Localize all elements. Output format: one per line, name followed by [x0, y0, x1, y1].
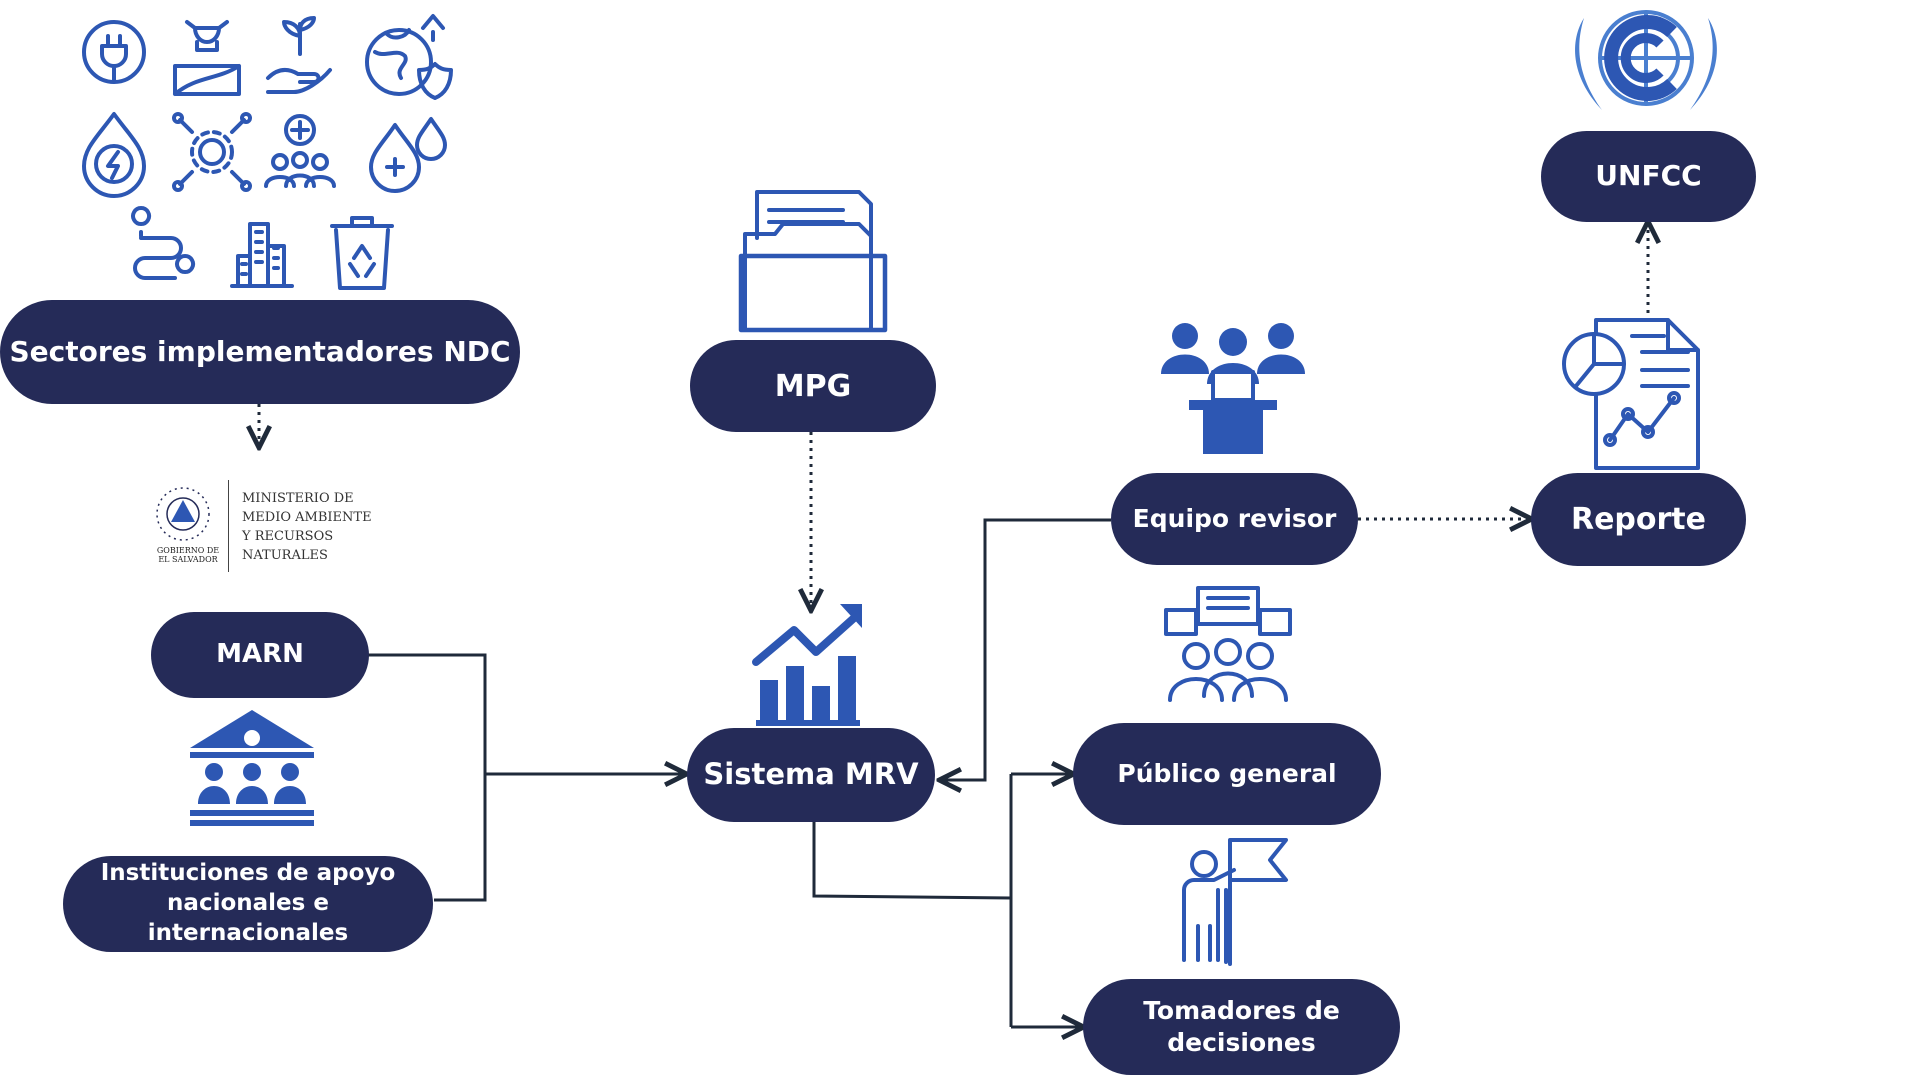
- node-unfcc: UNFCC: [1541, 131, 1756, 222]
- ministry-name-line-2: MEDIO AMBIENTE: [242, 509, 372, 525]
- node-equipo-revisor: Equipo revisor: [1111, 473, 1358, 565]
- growth-chart-icon: [752, 604, 862, 726]
- water-energy-drop-icon: [82, 112, 146, 198]
- agriculture-cow-icon: [173, 20, 241, 96]
- ministry-logo: GOBIERNO DE EL SALVADOR MINISTERIO DE ME…: [146, 480, 396, 576]
- node-marn: MARN: [151, 612, 369, 698]
- instituciones-line-1: Instituciones de apoyo: [100, 860, 396, 887]
- node-reporte: Reporte: [1531, 473, 1746, 566]
- node-sectores-ndc: Sectores implementadores NDC: [0, 300, 520, 404]
- folder-documents-icon: [738, 190, 888, 333]
- connector-equipo-sistema: [942, 518, 1111, 780]
- node-publico-general: Público general: [1073, 723, 1381, 825]
- industry-gear-network-icon: [172, 112, 252, 192]
- waste-recycle-bin-icon: [330, 216, 394, 290]
- tomadores-line-2: decisiones: [1167, 1028, 1316, 1057]
- logo-divider: [228, 480, 229, 572]
- node-mpg: MPG: [690, 340, 936, 432]
- decision-maker-flag-icon: [1182, 838, 1288, 966]
- connector-marn-junction: [367, 653, 487, 902]
- government-line-2: EL SALVADOR: [158, 555, 218, 565]
- urban-buildings-icon: [230, 222, 294, 288]
- government-label: GOBIERNO DE EL SALVADOR: [146, 546, 230, 564]
- instituciones-line-2: nacionales e internacionales: [147, 890, 349, 946]
- connector-sistema-outputs: [812, 822, 1012, 900]
- ministry-name-line-1: MINISTERIO DE: [242, 491, 354, 506]
- government-seal: [156, 487, 210, 541]
- water-health-drops-icon: [369, 117, 447, 193]
- globe-shield-icon: [365, 14, 453, 100]
- transport-route-icon: [131, 206, 195, 280]
- tomadores-line-1: Tomadores de: [1143, 995, 1340, 1025]
- node-instituciones: Instituciones de apoyo nacionales e inte…: [63, 856, 433, 952]
- ministry-name-line-3: Y RECURSOS: [242, 528, 334, 544]
- node-tomadores-decisiones: Tomadores de decisiones: [1083, 979, 1400, 1075]
- public-audience-icon: [1164, 586, 1292, 702]
- government-line-1: GOBIERNO DE: [156, 546, 220, 555]
- unfccc-logo: [1575, 10, 1717, 110]
- review-team-icon: [1161, 323, 1305, 454]
- plant-hand-icon: [266, 16, 332, 94]
- node-sistema-mrv: Sistema MRV: [687, 728, 935, 822]
- energy-plug-icon: [82, 20, 146, 84]
- ministry-name: MINISTERIO DE MEDIO AMBIENTE Y RECURSOS …: [242, 490, 412, 565]
- report-document-icon: [1562, 318, 1700, 470]
- ministry-name-line-4: NATURALES: [242, 547, 328, 563]
- institution-building-icon: [190, 710, 314, 826]
- health-group-icon: [264, 114, 336, 188]
